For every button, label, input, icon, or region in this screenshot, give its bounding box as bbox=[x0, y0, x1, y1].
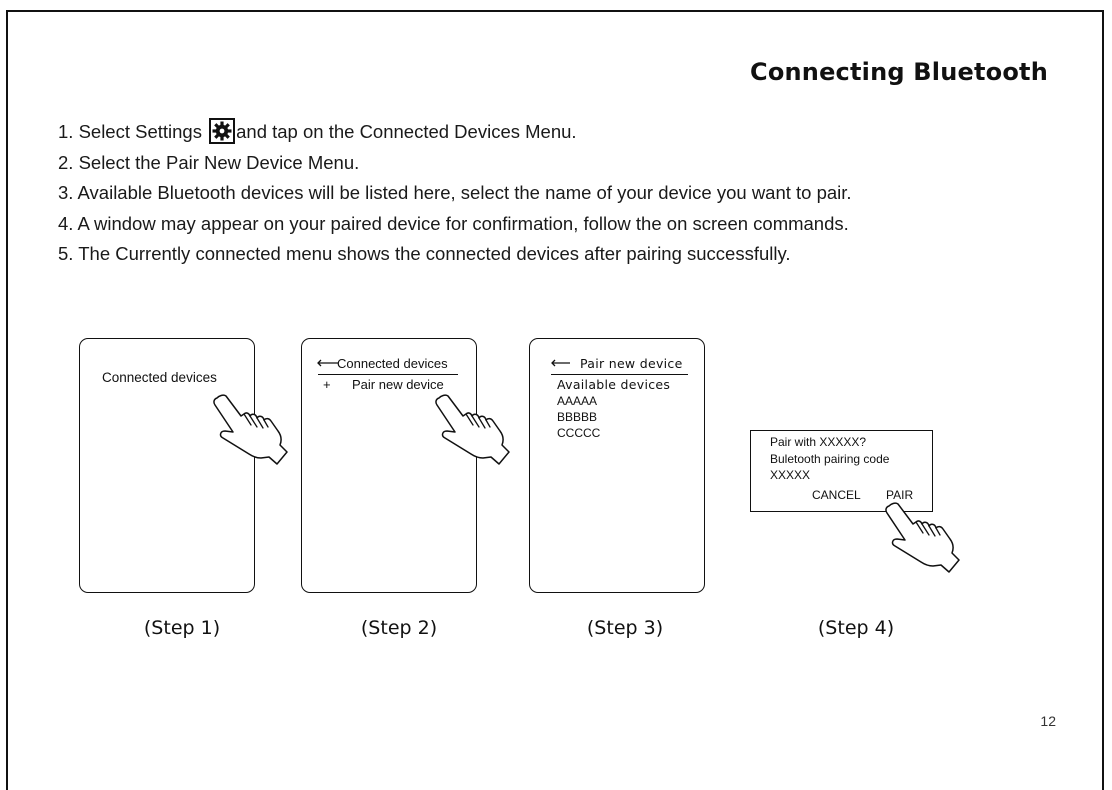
step3-available-devices-heading: Available devices bbox=[557, 377, 671, 392]
step3-header: Pair new device bbox=[580, 356, 683, 371]
pair-dialog bbox=[750, 430, 933, 512]
step3-device-item[interactable]: CCCCC bbox=[557, 426, 601, 440]
step3-phone-screen bbox=[529, 338, 705, 593]
step2-caption: (Step 2) bbox=[360, 617, 438, 639]
pair-dialog-question: Pair with XXXXX? bbox=[770, 435, 867, 449]
page-title: Connecting Bluetooth bbox=[750, 58, 1048, 86]
page-number: 12 bbox=[1040, 713, 1056, 729]
pointing-hand-icon bbox=[883, 502, 961, 574]
step2-phone-screen bbox=[301, 338, 477, 593]
instruction-5: 5. The Currently connected menu shows th… bbox=[58, 243, 791, 264]
gear-icon bbox=[209, 118, 236, 144]
instruction-list: 1. Select Settings and tap on the Connec… bbox=[58, 117, 1058, 270]
instruction-4: 4. A window may appear on your paired de… bbox=[58, 212, 849, 234]
instruction-1-suffix: and tap on the Connected Devices Menu. bbox=[236, 121, 577, 142]
step2-plus-icon: + bbox=[323, 377, 331, 392]
pointing-hand-icon bbox=[211, 394, 289, 466]
instruction-1: 1. Select Settings and tap on the Connec… bbox=[58, 117, 1058, 148]
step1-connected-devices-item[interactable]: Connected devices bbox=[102, 370, 217, 385]
back-arrow-icon[interactable] bbox=[316, 358, 338, 368]
step1-caption: (Step 1) bbox=[143, 617, 221, 639]
step3-device-item[interactable]: BBBBB bbox=[557, 410, 598, 424]
step2-header: Connected devices bbox=[337, 356, 448, 371]
step3-device-item[interactable]: AAAAA bbox=[557, 394, 598, 408]
instruction-2: 2. Select the Pair New Device Menu. bbox=[58, 151, 360, 173]
cancel-button[interactable]: CANCEL bbox=[812, 488, 861, 502]
pair-dialog-code: XXXXX bbox=[770, 468, 811, 482]
instruction-1-prefix: 1. Select Settings bbox=[58, 121, 202, 142]
step4-caption: (Step 4) bbox=[817, 617, 895, 639]
page-frame bbox=[6, 10, 1104, 790]
step2-header-divider bbox=[318, 374, 458, 375]
instruction-3: 3. Available Bluetooth devices will be l… bbox=[58, 182, 852, 203]
pair-button[interactable]: PAIR bbox=[886, 488, 914, 502]
back-arrow-icon[interactable] bbox=[550, 358, 572, 368]
step1-phone-screen bbox=[79, 338, 255, 593]
step3-caption: (Step 3) bbox=[586, 617, 664, 639]
pair-dialog-code-label: Buletooth pairing code bbox=[770, 452, 890, 466]
step2-pair-new-device-item[interactable]: Pair new device bbox=[352, 377, 444, 392]
step3-header-divider bbox=[551, 374, 688, 375]
pointing-hand-icon bbox=[433, 394, 511, 466]
